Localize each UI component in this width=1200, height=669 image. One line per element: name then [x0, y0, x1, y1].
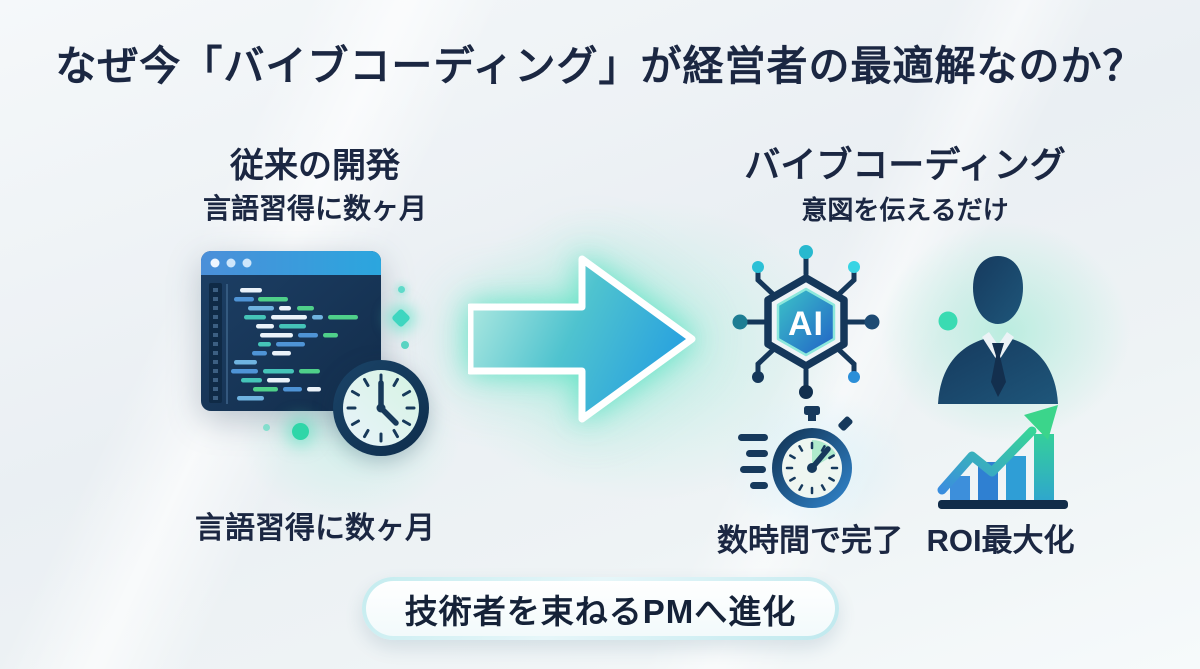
decor-dot — [401, 341, 409, 349]
stopwatch-icon — [738, 406, 853, 508]
right-arrow-icon — [468, 255, 696, 423]
right-column-heading: バイブコーディング — [744, 144, 1066, 185]
benefit-roi-label: ROI最大化 — [926, 523, 1075, 558]
connection-line — [874, 311, 958, 331]
decor-dot — [263, 424, 270, 431]
businessman-icon — [938, 256, 1058, 404]
right-column-subheading: 意図を伝えるだけ — [801, 195, 1009, 225]
footer-badge-label: 技術者を束ねるPMへ進化 — [366, 581, 835, 636]
code-editor-icon — [201, 251, 381, 411]
left-column-subheading: 言語習得に数ヶ月 — [202, 193, 427, 224]
left-column-heading: 従来の開発 — [230, 147, 400, 185]
page-title: なぜ今「バイブコーディング」が経営者の最適解なのか？ — [55, 43, 1145, 89]
decor-diamond — [391, 308, 411, 328]
decor-dot — [292, 423, 309, 440]
ai-network-icon: AI — [732, 245, 880, 399]
ai-badge-label: AI — [788, 305, 824, 343]
decor-dot — [398, 286, 405, 293]
clock-icon — [333, 360, 429, 456]
left-column-caption: 言語習得に数ヶ月 — [195, 512, 435, 545]
benefit-time-label: 数時間で完了 — [717, 523, 903, 558]
bar-chart-growth-icon — [937, 405, 1068, 509]
footer-badge: 技術者を束ねるPMへ進化 — [362, 577, 839, 640]
